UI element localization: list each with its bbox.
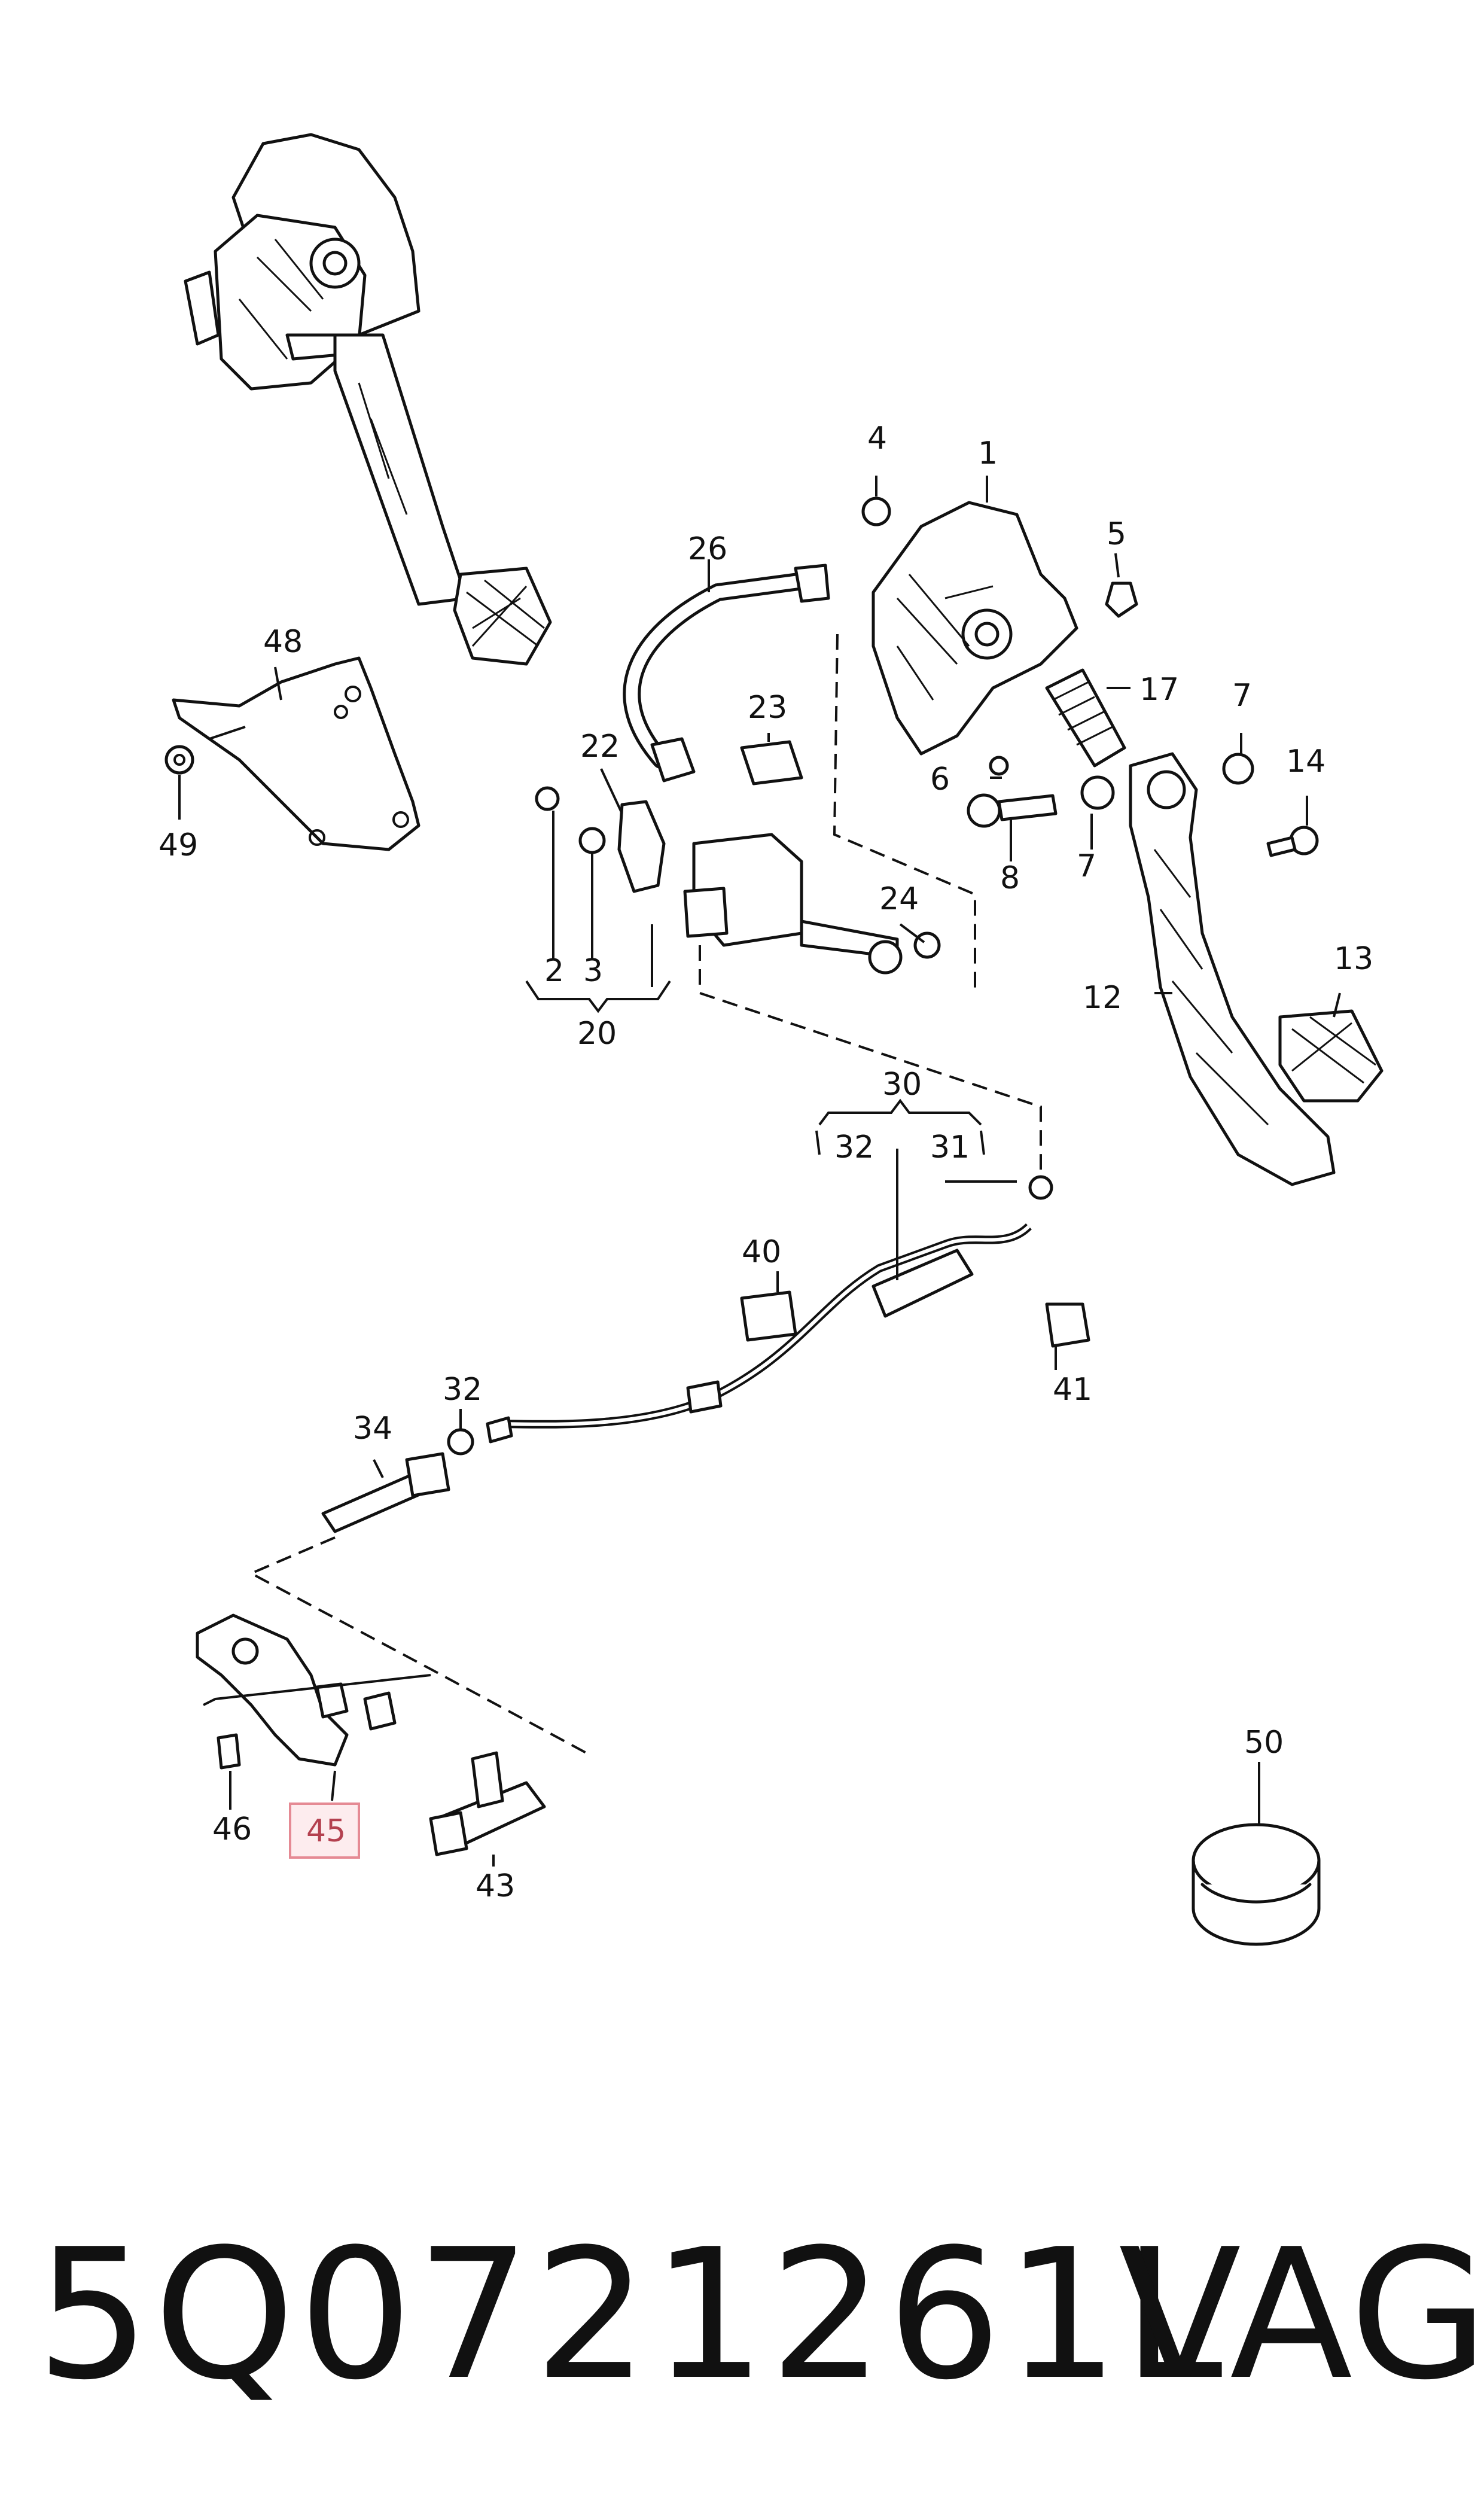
part-number-label: 5Q0721261L — [36, 2211, 1227, 2419]
brand-label: VAG — [1119, 2211, 1484, 2419]
callout-6: 6 — [930, 762, 950, 797]
callout-41: 41 — [1053, 1372, 1092, 1408]
callout-23: 23 — [748, 690, 787, 726]
callout-3: 3 — [583, 953, 603, 989]
callout-40: 40 — [742, 1234, 781, 1270]
callout-1: 1 — [978, 436, 998, 471]
callout-30: 30 — [882, 1067, 922, 1103]
slave-cylinder-45 — [196, 1613, 431, 1770]
callout-7a: 7 — [1232, 678, 1252, 714]
callout-32a: 32 — [834, 1129, 874, 1165]
callout-12: 12 — [1083, 980, 1122, 1016]
callout-46: 46 — [212, 1811, 252, 1847]
hose-26 — [623, 564, 830, 783]
callout-31: 31 — [930, 1129, 970, 1165]
pedal-bracket-1 — [861, 497, 1138, 756]
callout-32b: 32 — [443, 1372, 482, 1408]
callout-43: 43 — [476, 1868, 515, 1904]
ring-50 — [1192, 1823, 1321, 1946]
highlighted-callout-45: 45 — [289, 1803, 360, 1859]
callout-numbers: 1 4 5 17 7 14 6 7 8 12 13 26 23 22 24 2 … — [159, 421, 1373, 1904]
bracket-48 — [164, 656, 420, 851]
callout-5: 5 — [1107, 516, 1126, 552]
callout-13: 13 — [1334, 941, 1373, 977]
cylinder-to-line-dash — [699, 945, 1042, 1179]
group-brackets — [525, 980, 985, 1155]
bush-17 — [1045, 668, 1126, 768]
clutch-pedal-12 — [1129, 752, 1384, 1186]
pedal-assembly-overview — [184, 133, 552, 666]
callout-17: 17 — [1139, 672, 1179, 708]
callout-4: 4 — [867, 421, 887, 456]
clutch-line-30 — [496, 1175, 1090, 1429]
callout-34: 34 — [353, 1411, 392, 1447]
leader-lines — [229, 476, 1341, 1867]
callout-2: 2 — [544, 953, 564, 989]
line-to-slave-dash — [248, 1536, 587, 1754]
callout-26: 26 — [688, 531, 727, 567]
callout-20: 20 — [577, 1016, 617, 1052]
callout-48: 48 — [263, 624, 303, 660]
t-piece-43 — [429, 1751, 546, 1856]
callout-22: 22 — [580, 729, 620, 765]
connector-34 — [321, 1416, 513, 1533]
master-cylinder-20 — [535, 740, 941, 975]
pivot-shaft-8 — [967, 753, 1319, 857]
callout-24: 24 — [879, 881, 919, 917]
callout-7b: 7 — [1077, 848, 1096, 884]
callout-45: 45 — [306, 1813, 346, 1849]
callout-49: 49 — [159, 827, 198, 863]
callout-8: 8 — [1000, 860, 1020, 896]
callout-50: 50 — [1244, 1725, 1284, 1761]
assembly-group-box — [833, 634, 976, 993]
callout-14: 14 — [1286, 744, 1325, 780]
